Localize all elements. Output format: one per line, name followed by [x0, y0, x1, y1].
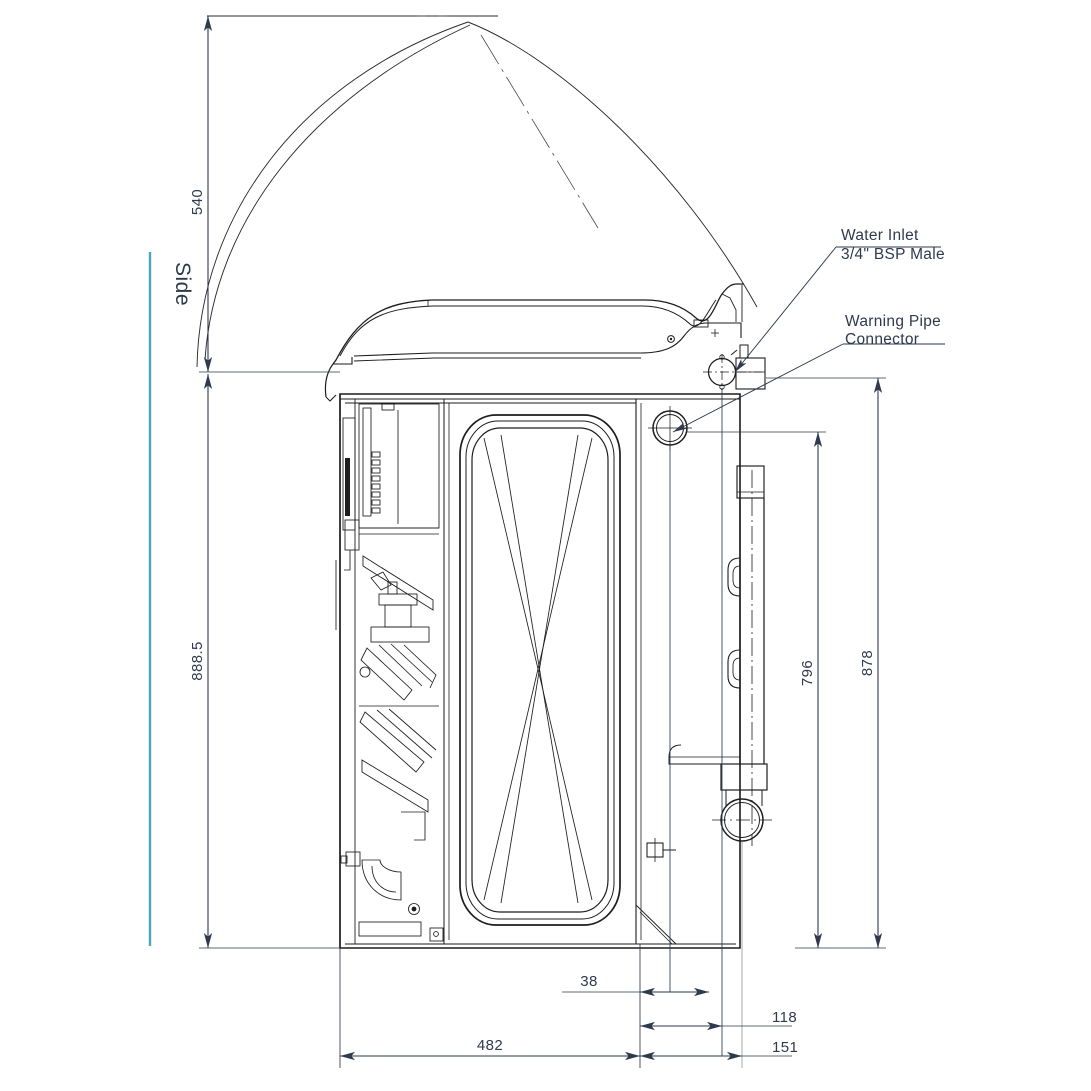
side-bracket-1: [344, 519, 360, 551]
lid-arc-outer-left: [196, 21, 469, 368]
internal-body-1: [384, 604, 412, 628]
water-inlet-fitting: [703, 344, 766, 390]
water-inlet-screw-bottom: [719, 384, 725, 390]
standpipe-clip-upper-inner: [732, 565, 741, 589]
internal-bracket-2: [401, 811, 426, 841]
side-bracket-tail: [344, 550, 351, 571]
lid-pivot-screw-dot: [669, 337, 673, 341]
internal-post-1: [387, 581, 398, 595]
internal-coil-line-4: [376, 709, 433, 759]
internal-tab-top: [381, 403, 395, 411]
lid-step-line: [353, 322, 742, 357]
dimension-796: [687, 431, 826, 948]
lid-left-lip: [333, 357, 353, 365]
standpipe-top-collar: [736, 465, 765, 499]
lid-inner-profile: [339, 299, 717, 357]
dimension-482-text: 482: [477, 1037, 503, 1054]
internal-bracket-1: [370, 571, 392, 591]
dimension-878-text: 878: [859, 650, 876, 676]
annotation-water-inlet-line2: 3/4" BSP Male: [841, 246, 945, 263]
internal-coil-line-1: [378, 644, 423, 687]
annotation-warning-pipe: Warning Pipe Connector: [845, 313, 941, 348]
internal-coil-line-3: [403, 644, 437, 689]
lid-arc-centerline-group: [480, 34, 599, 229]
dimension-540-text: 540: [189, 189, 206, 215]
side-bracket-2: [345, 851, 361, 867]
door-panel-outer: [459, 414, 621, 926]
annotation-water-inlet-line1: Water Inlet: [841, 227, 919, 244]
dimension-540: [199, 16, 340, 373]
internal-rail-left: [362, 407, 372, 517]
internal-coil-2: [359, 711, 425, 773]
side-rail-upper: [342, 417, 356, 531]
internal-plate-2: [370, 626, 430, 643]
water-inlet-chamfer: [730, 349, 738, 356]
internal-roller-1: [359, 666, 371, 678]
side-bracket-2-tab: [340, 855, 348, 864]
internal-rack-teeth: [371, 451, 381, 514]
internal-coil-line-2: [390, 643, 433, 683]
warning-standpipe-assembly: [646, 465, 772, 862]
dimension-151-text: 151: [772, 1039, 798, 1056]
lid-arc-centerline: [480, 34, 599, 229]
annotation-warning-pipe-line2: Connector: [845, 331, 919, 348]
internal-mechanism: [335, 403, 444, 942]
dimension-8885: [199, 374, 340, 949]
view-label: Side: [171, 262, 194, 306]
water-inlet-block: [735, 357, 766, 390]
annotation-water-inlet: Water Inlet 3/4" BSP Male: [841, 227, 945, 263]
internal-pump-housing: [361, 859, 402, 901]
lid-open-arc-group: [196, 21, 758, 368]
lid-assembly: [324, 283, 744, 402]
lid-right-fold: [721, 293, 737, 322]
water-inlet-spigot: [739, 344, 749, 359]
internal-plate-1: [378, 593, 418, 606]
lid-left-tip: [325, 394, 337, 402]
door-cross-b1: [483, 437, 593, 901]
internal-coil-1: [360, 647, 413, 701]
standpipe-bracket-arm: [668, 744, 740, 765]
side-rail-slot: [345, 458, 350, 516]
lid-step-line-2: [353, 357, 641, 362]
internal-ramp-2: [361, 759, 429, 813]
dimension-8885-text: 888.5: [189, 641, 206, 681]
annotation-leaders: [672, 246, 945, 433]
lid-arc-outer-right: [467, 21, 758, 308]
dimension-38-text: 38: [580, 973, 598, 990]
lid-outer-profile: [332, 283, 744, 365]
lid-pivot-screw: [667, 335, 675, 343]
bottom-extension-lines: [339, 390, 743, 1068]
lid-left-front-edge: [324, 363, 334, 398]
standpipe-lower-collar: [720, 763, 768, 791]
door-panel: [459, 414, 621, 926]
lid-arc-inner-left: [204, 24, 471, 361]
internal-ramp-1: [362, 555, 434, 611]
internal-fastener: [408, 903, 420, 915]
dimension-878: [766, 377, 886, 949]
internal-base-plate: [358, 921, 422, 937]
standpipe-clip-upper: [727, 557, 741, 597]
annotation-warning-pipe-line1: Warning Pipe: [845, 313, 941, 330]
lid-latch-detail: [693, 319, 709, 328]
water-inlet-screw-top: [719, 354, 725, 360]
warning-pipe-connector-port: [648, 406, 692, 450]
internal-foot-block: [429, 927, 444, 942]
view-label-group: Side: [148, 252, 194, 946]
door-panel-mid: [465, 420, 615, 920]
dimension-796-text: 796: [799, 660, 816, 686]
warning-pipe-leader: [672, 343, 844, 433]
standpipe-clip-lower-inner: [732, 657, 741, 681]
internal-coil-line-5: [388, 708, 437, 751]
standpipe-clip-lower: [727, 649, 741, 689]
internal-pump-inner: [371, 865, 397, 893]
dimension-118-text: 118: [772, 1009, 797, 1026]
cabinet-corner-bevel: [635, 904, 677, 945]
door-panel-inner: [471, 427, 609, 913]
internal-fastener-dot: [411, 906, 417, 912]
door-cross-b2: [500, 434, 579, 904]
water-inlet-leader: [734, 246, 837, 373]
internal-foot-hole: [433, 931, 439, 937]
cabinet-corner-bevel-2: [639, 911, 673, 945]
